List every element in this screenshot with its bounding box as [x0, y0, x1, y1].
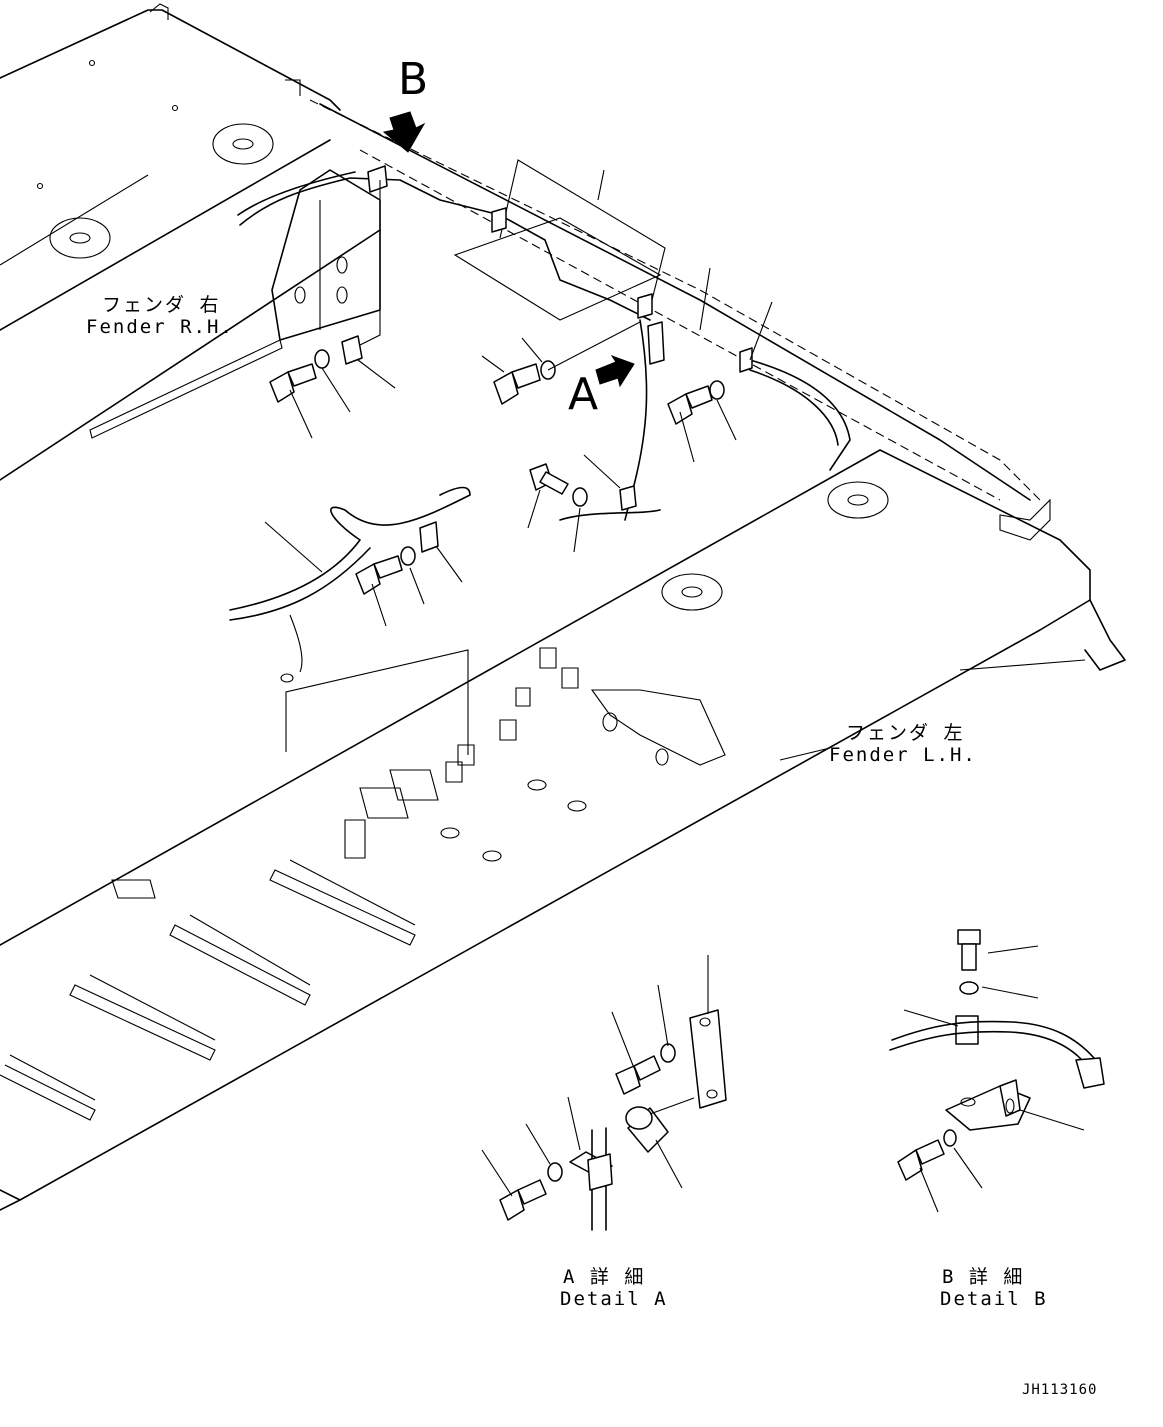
callout-letter-b: B [398, 54, 429, 105]
main-frame [309, 99, 1041, 501]
detail-b-label-en: Detail B [940, 1288, 1048, 1310]
fender-rh-plate [0, 3, 381, 481]
leader-lines [264, 169, 831, 761]
detail-a-label-en: Detail A [560, 1288, 668, 1310]
harness-group-frame-top [499, 159, 666, 309]
fender-lh-label-en: Fender L.H. [829, 744, 977, 766]
detail-b-label-jp: B 詳 細 [942, 1266, 1025, 1288]
callout-letter-a: A [568, 369, 599, 420]
fasteners [269, 335, 725, 595]
fender-rh-label-jp: フェンダ 右 [102, 294, 221, 316]
callout-arrow-a [595, 355, 635, 388]
wire-harness [229, 171, 851, 683]
fender-lh-label-jp: フェンダ 左 [846, 722, 965, 744]
drawing-code: JH113160 [1022, 1382, 1098, 1398]
harness-group-frame [285, 649, 469, 755]
fender-lh-plate [0, 449, 1126, 1211]
callout-arrow-b [382, 111, 426, 153]
detail-a-drawing [481, 955, 727, 1231]
detail-a-label-jp: A 詳 細 [563, 1266, 646, 1288]
fender-rh-label-en: Fender R.H. [86, 316, 234, 338]
detail-b-drawing [889, 929, 1105, 1213]
harness-clamps [367, 165, 753, 553]
boss-group [111, 647, 587, 899]
